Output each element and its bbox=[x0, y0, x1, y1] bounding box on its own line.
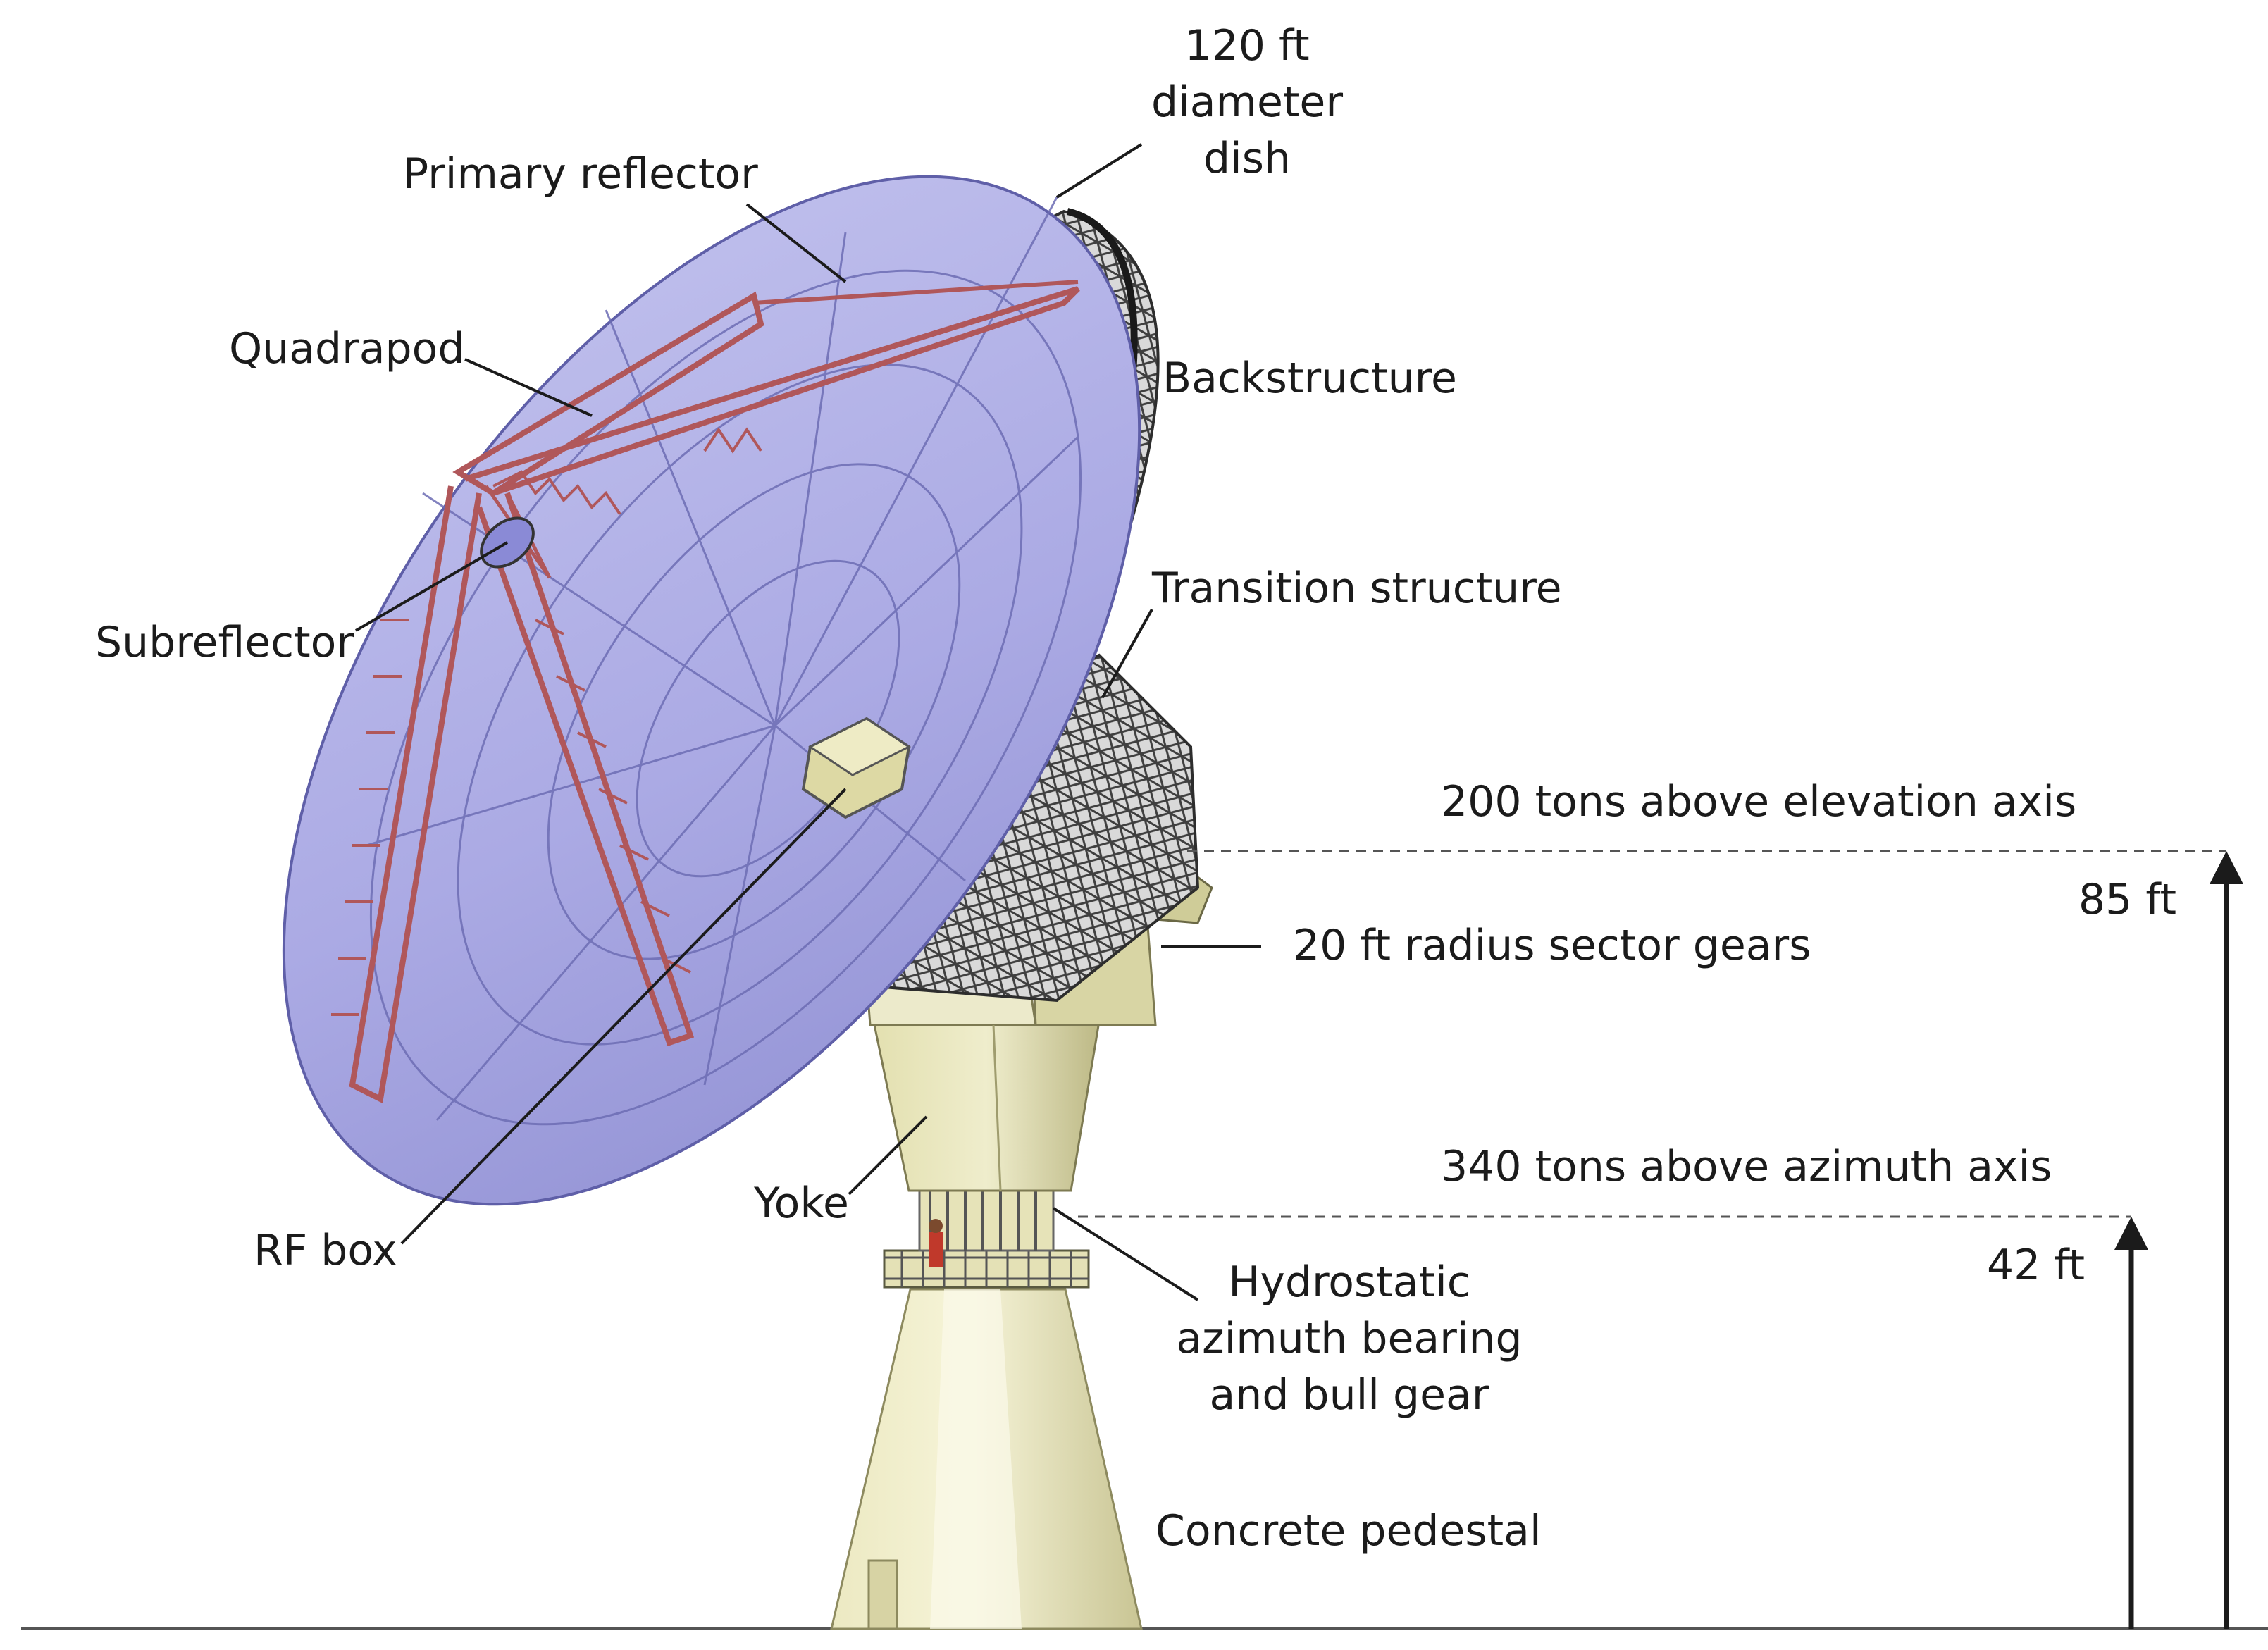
leader-quadrapod bbox=[464, 358, 593, 417]
leader-primary-reflector bbox=[745, 203, 847, 283]
elevation-height-label: 85 ft bbox=[2078, 875, 2177, 924]
yoke-label: Yoke bbox=[754, 1179, 849, 1228]
primary-reflector-label: Primary reflector bbox=[403, 149, 758, 199]
leader-yoke bbox=[848, 1115, 928, 1196]
dish-diameter-line-3: dish bbox=[1203, 134, 1291, 183]
leader-dish-diameter bbox=[1055, 143, 1143, 199]
azimuth-height-arrow bbox=[2114, 1217, 2148, 1629]
azimuth-height-label: 42 ft bbox=[1987, 1241, 2086, 1290]
azimuth-bearing-line-3: and bull gear bbox=[1209, 1370, 1489, 1420]
leader-subreflector bbox=[354, 541, 509, 632]
azimuth-bearing-label: Hydrostatic azimuth bearing and bull gea… bbox=[1166, 1254, 1532, 1423]
azimuth-bearing bbox=[883, 1189, 1090, 1289]
dish-diameter-label: 120 ft diameter dish bbox=[1134, 18, 1360, 187]
dish-diameter-line-2: diameter bbox=[1151, 77, 1343, 127]
rf-box bbox=[801, 717, 911, 819]
dish-diameter-line-1: 120 ft bbox=[1184, 21, 1310, 70]
azimuth-bearing-line-2: azimuth bearing bbox=[1176, 1314, 1523, 1363]
elevation-height-arrow bbox=[2210, 851, 2243, 1629]
leader-rf-box bbox=[400, 788, 847, 1245]
sector-gears-label: 20 ft radius sector gears bbox=[1293, 921, 1811, 970]
concrete-pedestal bbox=[830, 1288, 1143, 1630]
azimuth-load-label: 340 tons above azimuth axis bbox=[1441, 1142, 2052, 1191]
backstructure-label: Backstructure bbox=[1163, 354, 1457, 403]
leader-azimuth-bearing bbox=[1052, 1207, 1199, 1301]
quadrapod bbox=[331, 280, 1080, 1104]
leader-transition-structure bbox=[1101, 609, 1153, 698]
transition-structure-label: Transition structure bbox=[1152, 564, 1562, 613]
subreflector-label: Subreflector bbox=[95, 618, 354, 667]
azimuth-bearing-line-1: Hydrostatic bbox=[1228, 1258, 1470, 1307]
concrete-pedestal-label: Concrete pedestal bbox=[1155, 1506, 1542, 1556]
rf-box-label: RF box bbox=[254, 1226, 397, 1275]
elevation-load-label: 200 tons above elevation axis bbox=[1441, 777, 2077, 826]
quadrapod-label: Quadrapod bbox=[229, 324, 465, 373]
